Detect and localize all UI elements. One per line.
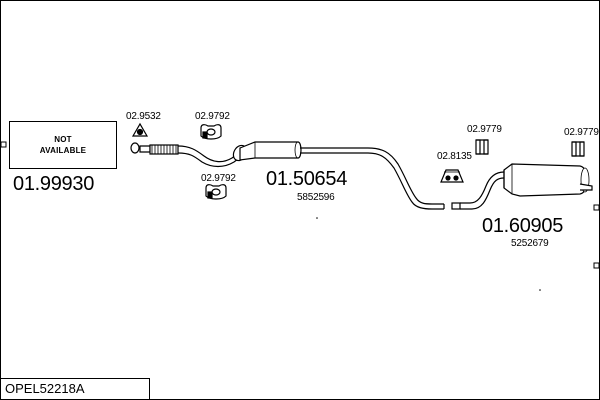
gasket-icon [131,122,149,137]
clamp-upper-label: 02.9792 [195,111,230,122]
front-pipe-drawing [139,144,248,168]
right-edge-marker-top [593,204,600,211]
front-pipe-part-number: 01.99930 [13,173,95,195]
middle-silencer-part-number: 01.50654 [266,168,348,190]
reference-box: OPEL52218A [1,378,150,399]
right-edge-marker-bottom [593,262,600,269]
connecting-pipe-drawing [300,147,445,210]
rubber-hanger-icon [475,139,489,155]
middle-silencer-oe-number: 5852596 [297,192,335,203]
reference-dot [316,217,318,219]
rubber-hanger-icon [440,169,464,183]
hanger-rear-2-label: 02.9779 [564,127,599,138]
middle-silencer-drawing [239,141,302,161]
rear-silencer-drawing [503,163,593,197]
hanger-mid-label: 02.8135 [437,151,472,162]
clamp-icon [200,124,222,140]
reference-dot [539,289,541,291]
reference-code: OPEL52218A [5,381,85,396]
rubber-hanger-icon [571,141,585,157]
gasket-label: 02.9532 [126,111,161,122]
rear-silencer-part-number: 01.60905 [482,215,564,237]
clamp-lower-label: 02.9792 [201,173,236,184]
clamp-icon [205,184,227,200]
not-available-box: NOT AVAILABLE [9,121,117,169]
not-available-line1: NOT [54,135,72,144]
hanger-rear-1-label: 02.9779 [467,124,502,135]
left-edge-marker [0,141,7,148]
rear-inlet-pipe-drawing [451,171,505,210]
not-available-line2: AVAILABLE [39,146,87,155]
front-pipe-inlet-ring [130,142,140,154]
rear-silencer-oe-number: 5252679 [511,238,549,249]
